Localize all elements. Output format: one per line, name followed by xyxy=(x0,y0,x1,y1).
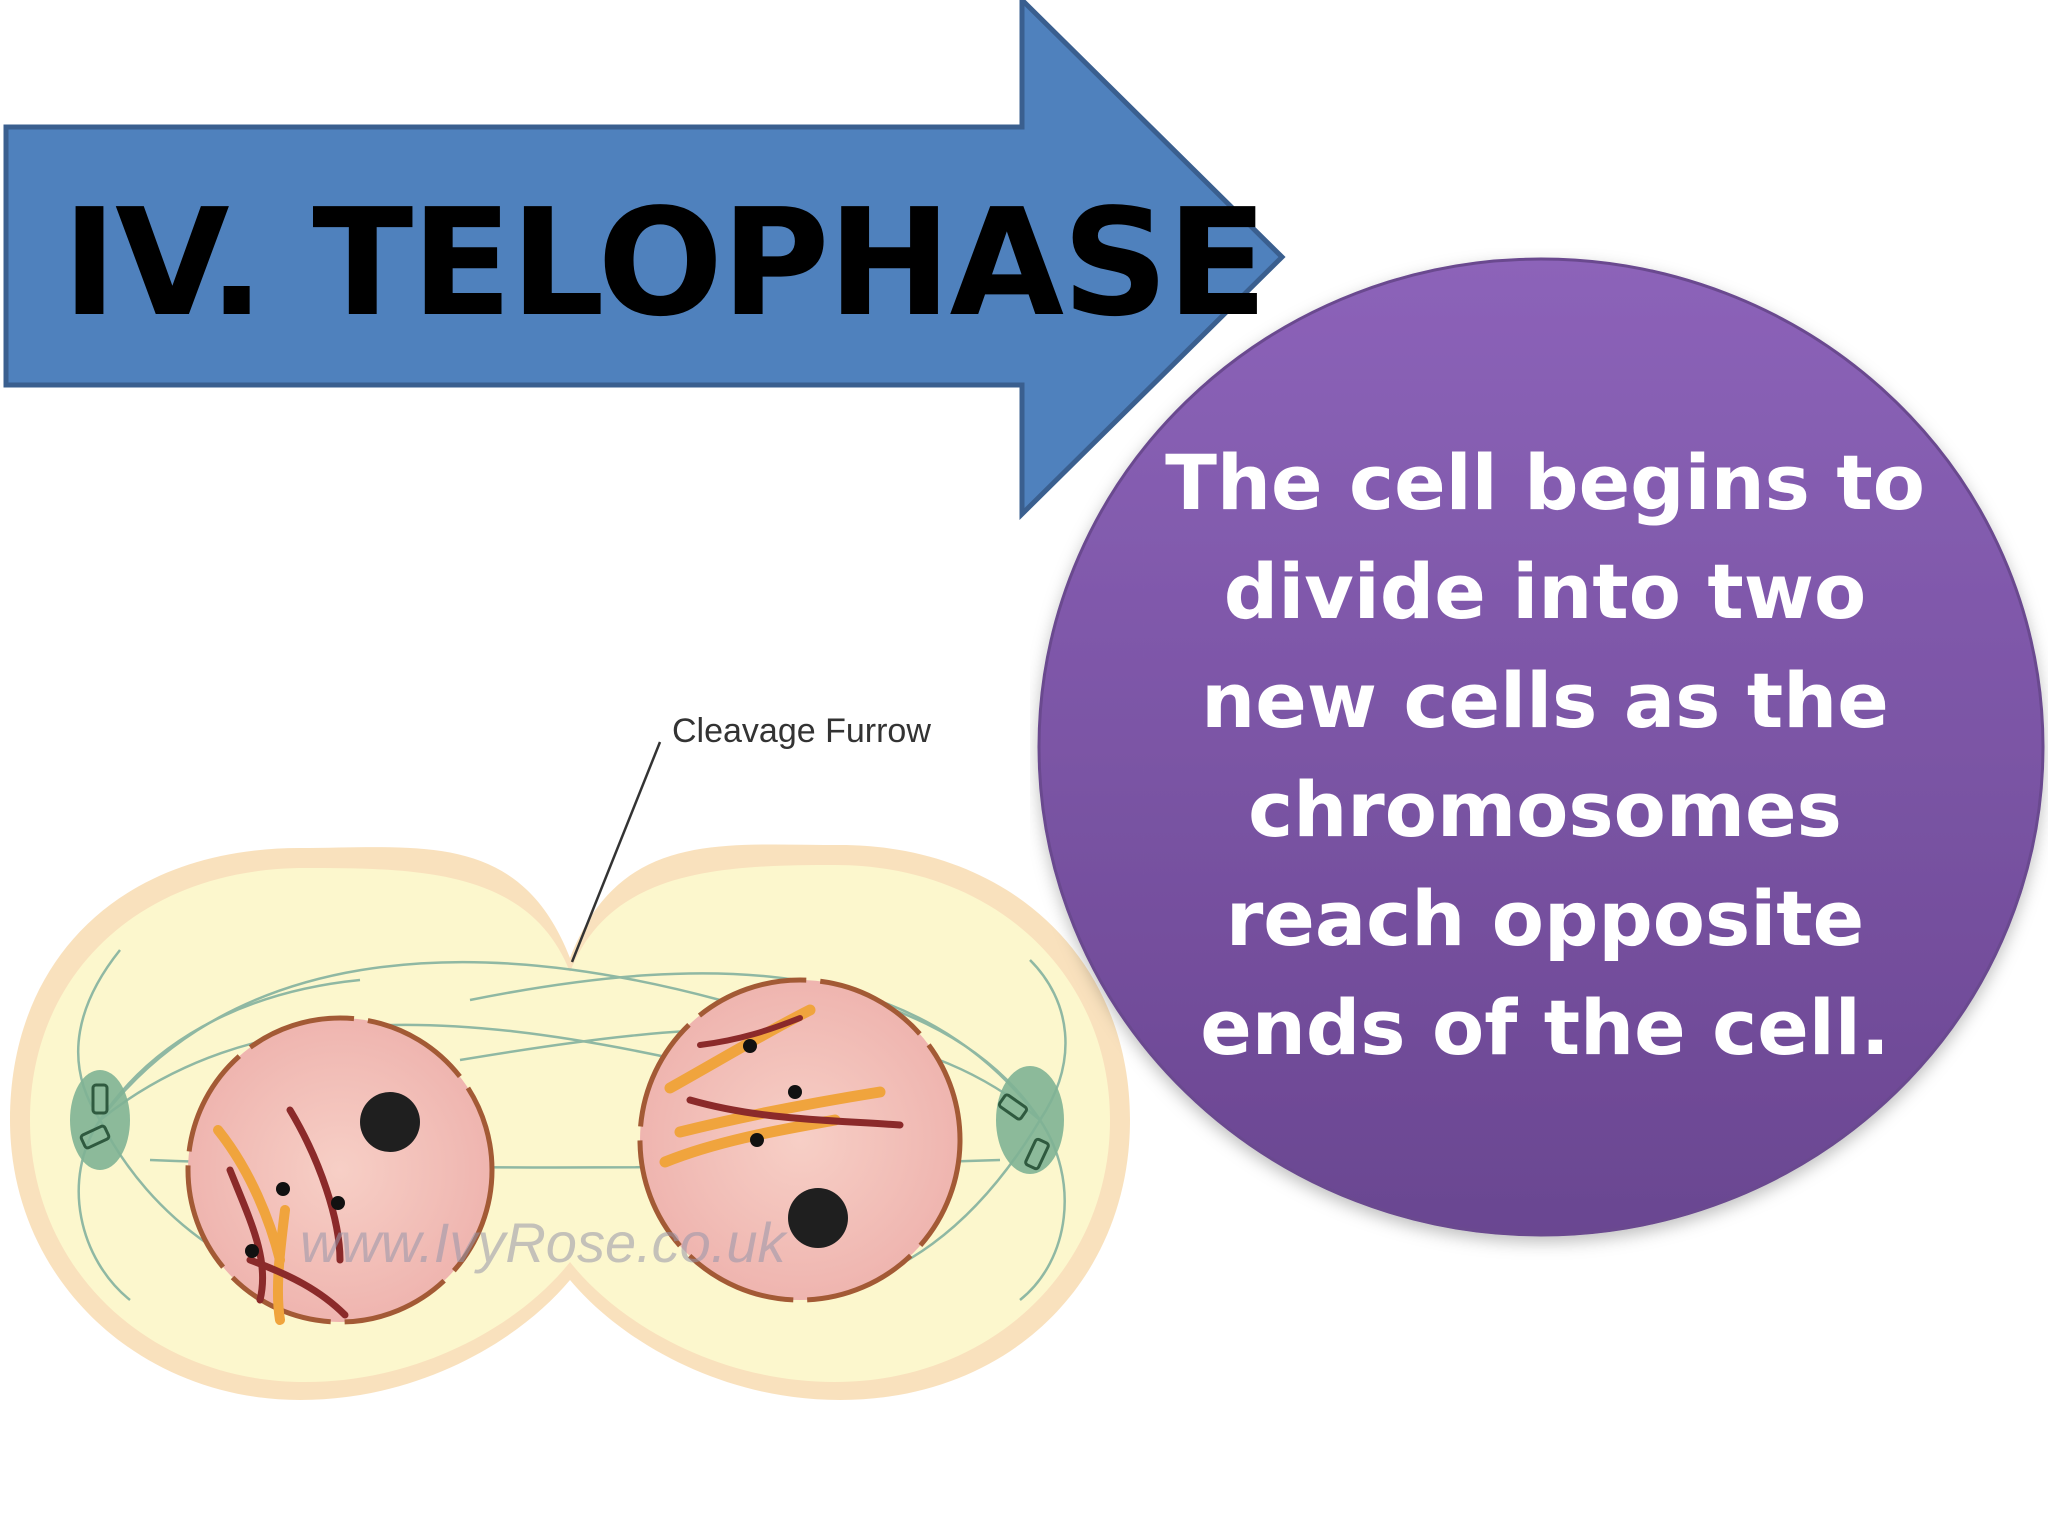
title-arrow xyxy=(3,0,1286,520)
telophase-cell-diagram xyxy=(10,741,1130,1400)
cleavage-furrow-pointer xyxy=(570,741,662,963)
left-nucleus xyxy=(185,1015,495,1325)
description-text: The cell begins to divide into two new c… xyxy=(1165,438,1925,1072)
left-nucleolus xyxy=(360,1092,420,1152)
watermark-text: www.IvyRose.co.uk xyxy=(300,1211,786,1274)
left-chromosomes xyxy=(213,1106,349,1325)
cleavage-furrow-label: Cleavage Furrow xyxy=(672,712,931,750)
right-nucleolus xyxy=(788,1188,848,1248)
description-circle xyxy=(1037,257,2045,1237)
slide-title: IV. TELOPHASE xyxy=(62,177,1268,349)
